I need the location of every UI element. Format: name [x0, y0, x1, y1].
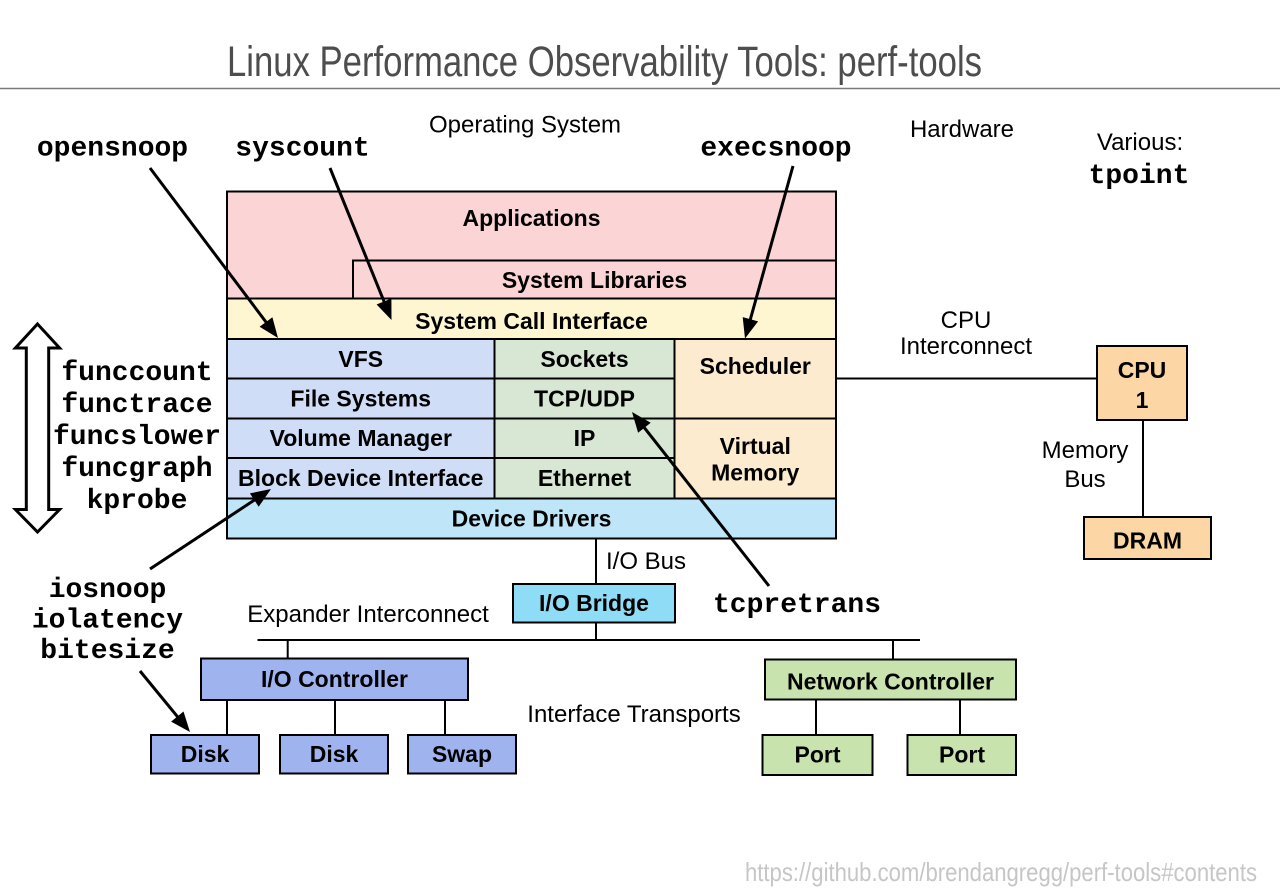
- svg-text:File Systems: File Systems: [290, 386, 431, 412]
- svg-text:Block Device Interface: Block Device Interface: [238, 465, 483, 491]
- svg-text:Volume Manager: Volume Manager: [270, 425, 452, 451]
- svg-text:VFS: VFS: [338, 346, 383, 372]
- svg-text:Disk: Disk: [181, 741, 230, 767]
- svg-text:Hardware: Hardware: [910, 116, 1014, 143]
- svg-text:Port: Port: [795, 742, 841, 768]
- svg-text:funcslower: funcslower: [53, 422, 221, 453]
- svg-text:iolatency: iolatency: [32, 606, 183, 637]
- svg-text:functrace: functrace: [61, 390, 212, 421]
- svg-text:Scheduler: Scheduler: [700, 353, 811, 379]
- svg-text:Applications: Applications: [462, 205, 600, 231]
- svg-text:Expander Interconnect: Expander Interconnect: [247, 601, 489, 628]
- svg-text:1: 1: [1136, 387, 1149, 413]
- svg-text:System Libraries: System Libraries: [502, 267, 687, 293]
- svg-text:Port: Port: [939, 742, 985, 768]
- svg-text:Virtual: Virtual: [720, 433, 791, 459]
- svg-text:Interconnect: Interconnect: [900, 333, 1032, 360]
- svg-text:TCP/UDP: TCP/UDP: [534, 386, 635, 412]
- svg-text:Operating System: Operating System: [429, 112, 621, 139]
- svg-text:Device Drivers: Device Drivers: [452, 506, 612, 532]
- svg-text:tpoint: tpoint: [1089, 161, 1190, 192]
- svg-text:Various:: Various:: [1097, 129, 1183, 156]
- svg-text:execsnoop: execsnoop: [700, 134, 851, 165]
- svg-text:I/O Bus: I/O Bus: [606, 548, 686, 575]
- svg-text:I/O Controller: I/O Controller: [261, 666, 408, 692]
- svg-text:CPU: CPU: [941, 307, 992, 334]
- svg-text:Memory: Memory: [1042, 437, 1129, 464]
- svg-text:kprobe: kprobe: [87, 486, 188, 517]
- svg-text:Sockets: Sockets: [540, 346, 628, 372]
- svg-text:Interface Transports: Interface Transports: [527, 701, 740, 728]
- svg-text:tcpretrans: tcpretrans: [713, 590, 881, 621]
- svg-text:Ethernet: Ethernet: [538, 465, 632, 491]
- svg-text:Disk: Disk: [310, 741, 359, 767]
- svg-text:https://github.com/brendangreg: https://github.com/brendangregg/perf-too…: [745, 857, 1257, 887]
- svg-text:Swap: Swap: [432, 741, 492, 767]
- svg-text:bitesize: bitesize: [40, 636, 174, 667]
- svg-text:System Call Interface: System Call Interface: [415, 308, 648, 334]
- svg-text:funccount: funccount: [61, 358, 212, 389]
- svg-text:Linux Performance Observabilit: Linux Performance Observability Tools: p…: [227, 38, 982, 86]
- svg-text:iosnoop: iosnoop: [49, 575, 167, 606]
- svg-text:IP: IP: [574, 425, 596, 451]
- svg-text:I/O Bridge: I/O Bridge: [539, 590, 649, 616]
- svg-text:Bus: Bus: [1064, 466, 1105, 493]
- svg-text:funcgraph: funcgraph: [61, 454, 212, 485]
- svg-text:opensnoop: opensnoop: [37, 134, 188, 165]
- svg-text:Network Controller: Network Controller: [787, 669, 994, 695]
- svg-text:CPU: CPU: [1118, 357, 1167, 383]
- svg-text:syscount: syscount: [235, 134, 369, 165]
- svg-text:Memory: Memory: [711, 460, 799, 486]
- svg-text:DRAM: DRAM: [1113, 528, 1182, 554]
